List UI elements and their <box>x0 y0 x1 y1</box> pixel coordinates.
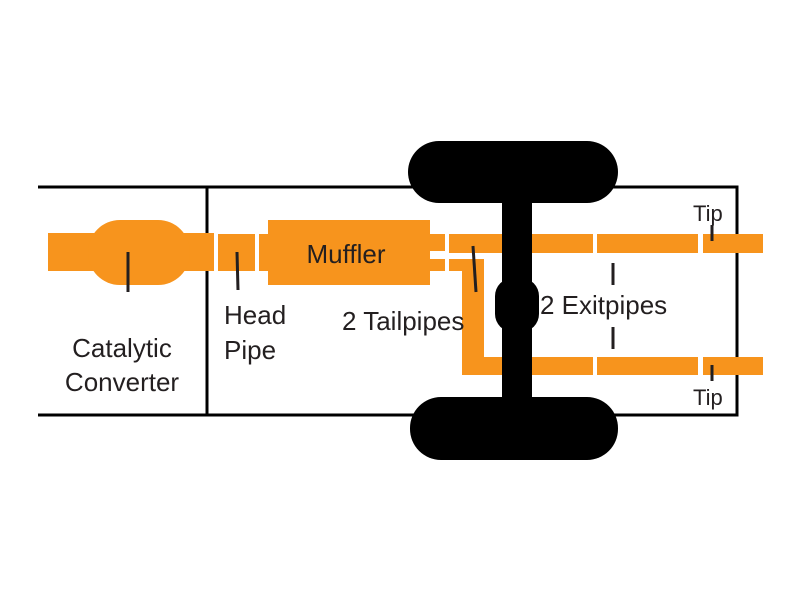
exitpipe-upper <box>597 234 698 253</box>
muffler <box>268 220 430 285</box>
tailpipe-lower <box>449 259 593 375</box>
tip-upper <box>703 234 763 253</box>
exitpipes-label: 2 Exitpipes <box>540 290 667 320</box>
rear-axle <box>408 141 618 460</box>
leader-lines <box>126 225 714 381</box>
head-pipe-label-line2: Pipe <box>224 335 276 365</box>
tip-top-label: Tip <box>693 201 723 226</box>
tip-bottom-label: Tip <box>693 385 723 410</box>
catalytic-converter <box>88 220 190 285</box>
catalytic-label-line2: Converter <box>65 367 179 397</box>
exitpipe-lower <box>597 357 698 375</box>
tailpipes-label: 2 Tailpipes <box>342 306 464 336</box>
tip-lower <box>703 357 763 375</box>
muffler-label: Muffler <box>307 239 386 269</box>
vehicle-frame <box>38 185 739 417</box>
wheel-top <box>408 141 618 203</box>
head-pipe-label-line1: Head <box>224 300 286 330</box>
wheel-bottom <box>410 397 618 460</box>
differential <box>495 278 539 332</box>
catalytic-label-line1: Catalytic <box>72 333 172 363</box>
exhaust-pipes <box>48 220 763 375</box>
